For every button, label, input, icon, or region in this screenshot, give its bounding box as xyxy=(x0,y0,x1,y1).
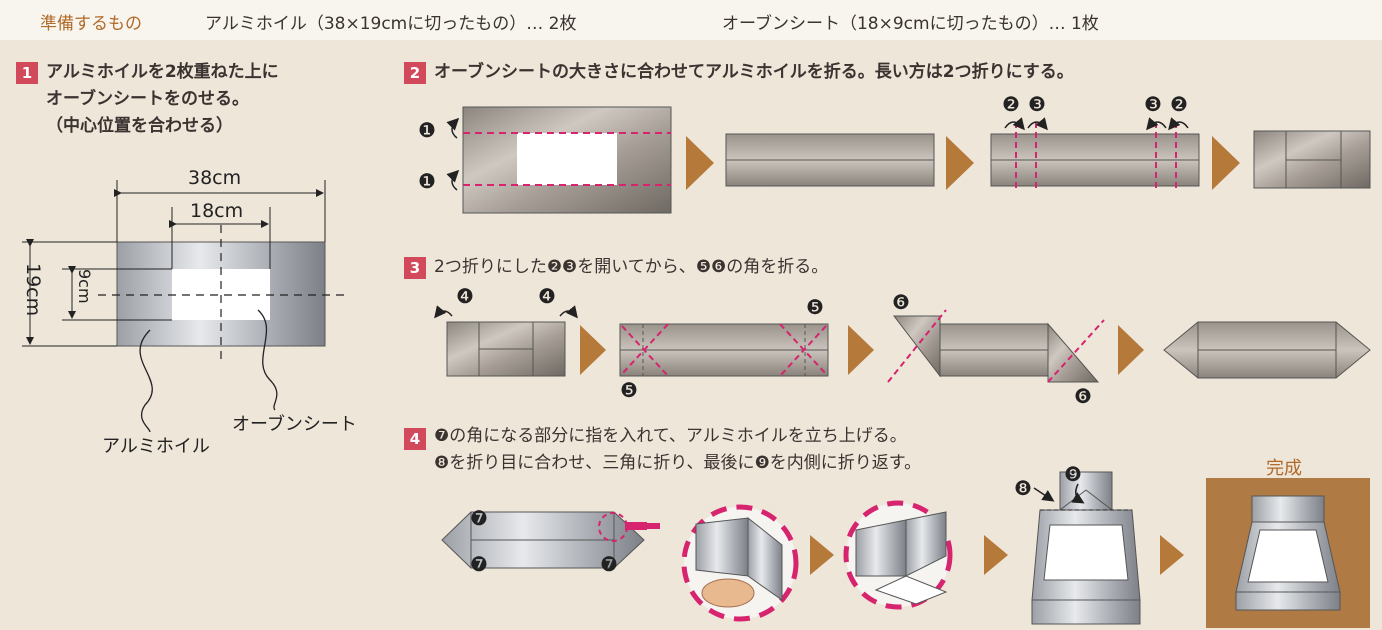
prep-item-foil: アルミホイル（38×19cmに切ったもの）… 2枚 xyxy=(205,14,577,34)
arrow-right xyxy=(946,136,974,190)
arrow-right xyxy=(984,535,1008,575)
step4-diagram xyxy=(441,471,1370,628)
marker-4-left: ❹ xyxy=(456,284,474,308)
marker-2-left: ❷ xyxy=(1002,92,1020,116)
prep-item-sheet: オーブンシート（18×9cmに切ったもの）… 1枚 xyxy=(722,14,1099,34)
finger-icon xyxy=(701,578,755,608)
step3-badge: 3 xyxy=(404,257,426,279)
step4-badge: 4 xyxy=(404,428,426,450)
dim-9cm: 9cm xyxy=(75,269,94,304)
dim-19cm: 19cm xyxy=(22,263,44,317)
marker-1-bottom: ❶ xyxy=(418,169,436,193)
step3-diagram xyxy=(434,305,1371,383)
step4-line2: ❽を折り目に合わせ、三角に折り、最後に❾を内側に折り返す。 xyxy=(434,453,922,473)
arrow-right xyxy=(810,535,834,575)
step3-instructions: 2つ折りにした❷❸を開いてから、❺❻の角を折る。 xyxy=(434,257,829,277)
dim-18cm: 18cm xyxy=(190,200,244,222)
header-bar: 準備するもの アルミホイル（38×19cmに切ったもの）… 2枚 オーブンシート… xyxy=(0,0,1382,40)
complete-label: 完成 xyxy=(1266,458,1302,479)
step4-instructions: ❼の角になる部分に指を入れて、アルミホイルを立ち上げる。 ❽を折り目に合わせ、三… xyxy=(434,423,921,477)
marker-5-top: ❺ xyxy=(806,295,824,319)
step1-badge: 1 xyxy=(16,62,38,84)
marker-7-top: ❼ xyxy=(470,506,488,530)
marker-7-right: ❼ xyxy=(600,552,618,576)
marker-7-bottom: ❼ xyxy=(470,552,488,576)
marker-8: ❽ xyxy=(1014,476,1032,500)
marker-4-right: ❹ xyxy=(538,284,556,308)
step1-line2: オーブンシートをのせる。 xyxy=(46,89,249,109)
marker-6-bottom: ❻ xyxy=(1074,384,1092,408)
step4-line1: ❼の角になる部分に指を入れて、アルミホイルを立ち上げる。 xyxy=(434,426,907,446)
marker-2-right: ❷ xyxy=(1170,92,1188,116)
step1-line1: アルミホイルを2枚重ねた上に xyxy=(46,62,279,82)
step1-instructions: アルミホイルを2枚重ねた上に オーブンシートをのせる。 （中心位置を合わせる） xyxy=(46,59,279,140)
marker-1-top: ❶ xyxy=(418,118,436,142)
marker-6-top: ❻ xyxy=(892,290,910,314)
step1-line3: （中心位置を合わせる） xyxy=(46,116,233,136)
label-oven-sheet: オーブンシート xyxy=(232,414,357,435)
label-foil: アルミホイル xyxy=(102,436,210,457)
marker-3-right: ❸ xyxy=(1144,92,1162,116)
marker-3-left: ❸ xyxy=(1028,92,1046,116)
dim-38cm: 38cm xyxy=(188,167,242,189)
marker-9: ❾ xyxy=(1064,462,1082,486)
step2-instructions: オーブンシートの大きさに合わせてアルミホイルを折る。長い方は2つ折りにする。 xyxy=(434,62,1074,82)
arrow-right xyxy=(1160,535,1184,575)
step1-diagram xyxy=(22,180,345,433)
marker-5-bottom: ❺ xyxy=(620,378,638,402)
step2-badge: 2 xyxy=(404,62,426,84)
arrow-right xyxy=(1212,136,1240,190)
arrow-right xyxy=(1118,325,1144,375)
arrow-right xyxy=(580,325,606,375)
step2-diagram xyxy=(446,106,1371,214)
arrow-right xyxy=(686,136,714,190)
arrow-right xyxy=(848,325,874,375)
prep-label: 準備するもの xyxy=(40,14,142,34)
